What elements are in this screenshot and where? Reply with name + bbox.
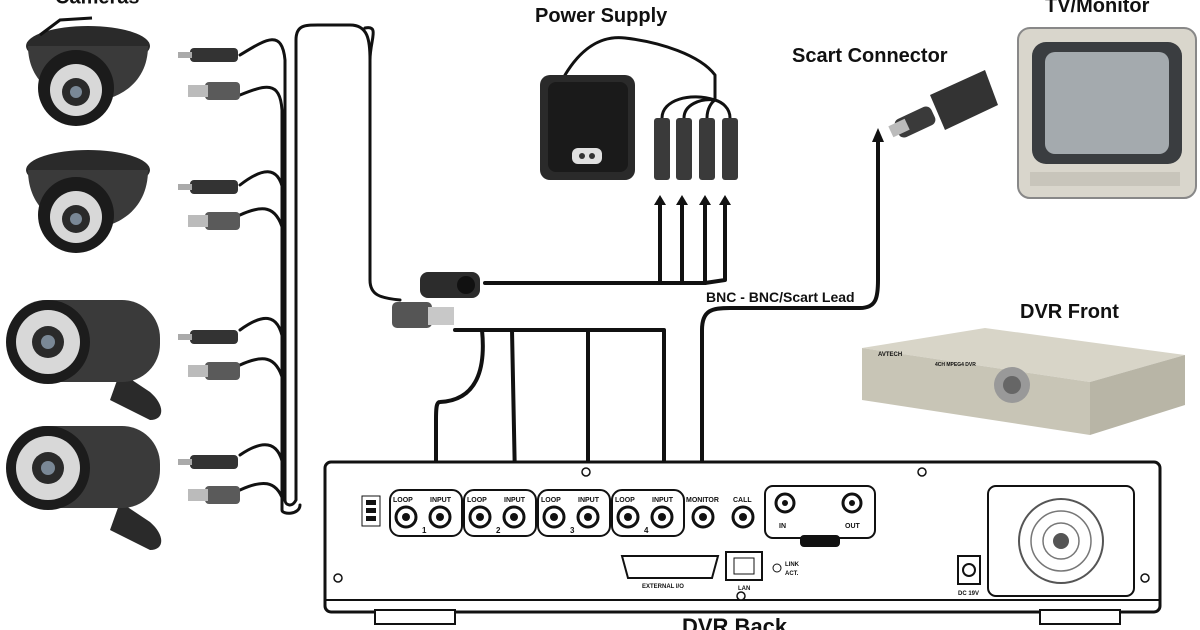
dvr-feet bbox=[374, 609, 1121, 625]
dc-plug-2 bbox=[178, 180, 238, 194]
audio-io-block: IN OUT bbox=[764, 485, 876, 547]
main-bus-drop bbox=[363, 26, 375, 62]
arrow-up-3 bbox=[699, 195, 711, 205]
out-label: OUT bbox=[845, 523, 861, 530]
bullet-camera-2 bbox=[6, 426, 162, 550]
dome-camera-2 bbox=[26, 150, 150, 253]
call-port: CALL bbox=[731, 497, 755, 529]
arrow-up-4 bbox=[719, 195, 731, 205]
lan-port: LAN LINK ACT. bbox=[725, 551, 800, 592]
monitor-port: MONITOR bbox=[686, 497, 719, 529]
video-to-input-4 bbox=[586, 328, 666, 482]
dvr-front-unit: AVTECH 4CH MPEG4 DVR bbox=[862, 328, 1185, 435]
scart-connector bbox=[888, 70, 998, 138]
camera4-wire-b bbox=[238, 481, 285, 502]
input-label-4: INPUT bbox=[652, 497, 674, 504]
power-split-3 bbox=[705, 98, 717, 120]
monitor-label: MONITOR bbox=[686, 497, 719, 504]
arrow-up-1 bbox=[654, 195, 666, 205]
camera3-wire-b bbox=[238, 357, 285, 382]
dc-plug-3 bbox=[178, 330, 238, 344]
loop-label-4: LOOP bbox=[615, 497, 635, 504]
camera2-wire bbox=[238, 170, 285, 192]
fan-grill bbox=[987, 485, 1135, 597]
in-label: IN bbox=[779, 523, 786, 530]
dc-in-port: DC 19V bbox=[957, 555, 981, 597]
power-feed-3 bbox=[680, 203, 707, 285]
bnc-port-group-4: LOOP INPUT 4 bbox=[611, 489, 685, 537]
power-feed-wire bbox=[483, 203, 662, 285]
lan-label: LAN bbox=[738, 586, 750, 592]
power-supply-label: Power Supply bbox=[535, 5, 668, 27]
bnc-socket bbox=[392, 302, 454, 328]
power-cable bbox=[563, 36, 717, 102]
dc-plug-4 bbox=[178, 455, 238, 469]
bnc-port-group-1: LOOP INPUT 1 bbox=[389, 489, 463, 537]
power-split-4 bbox=[713, 98, 732, 120]
call-label: CALL bbox=[733, 497, 752, 504]
camera-connectors bbox=[178, 48, 240, 504]
dvr-back-panel: LOOP INPUT 1 LOOP INPUT 2 LOOP INPUT 3 L… bbox=[323, 460, 1162, 625]
dvr-front-label: DVR Front bbox=[1020, 301, 1119, 323]
input-label-1: INPUT bbox=[430, 497, 452, 504]
dome-camera-1 bbox=[26, 16, 150, 126]
input-label-2: INPUT bbox=[504, 497, 526, 504]
camera3-wire bbox=[238, 316, 285, 342]
dc-socket bbox=[420, 272, 480, 298]
monitor-lead-wire bbox=[700, 138, 880, 482]
camera2-wire-b bbox=[238, 207, 285, 232]
arrow-up-2 bbox=[676, 195, 688, 205]
dc-plug-1 bbox=[178, 48, 238, 62]
dc-label: DC 19V bbox=[958, 591, 979, 597]
input-label-3: INPUT bbox=[578, 497, 600, 504]
video-to-input-1 bbox=[434, 328, 485, 482]
dvr-brand: AVTECH bbox=[878, 352, 902, 358]
wiring bbox=[238, 23, 884, 515]
dvr-model: 4CH MPEG4 DVR bbox=[935, 362, 976, 368]
port-num-2: 2 bbox=[496, 526, 501, 535]
link-label: LINK bbox=[785, 562, 800, 568]
act-label: ACT. bbox=[785, 571, 799, 577]
bullet-camera-1 bbox=[6, 300, 162, 420]
dvr-back-label: DVR Back bbox=[682, 614, 788, 630]
video-to-input-3 bbox=[510, 328, 590, 482]
loop-label-3: LOOP bbox=[541, 497, 561, 504]
camera4-wire bbox=[238, 443, 285, 467]
middle-connectors bbox=[392, 272, 480, 328]
port-num-3: 3 bbox=[570, 526, 575, 535]
loop-label-1: LOOP bbox=[393, 497, 413, 504]
arrow-up-scart bbox=[872, 128, 884, 142]
bnc-plug-2 bbox=[188, 212, 240, 230]
lead-label: BNC - BNC/Scart Lead bbox=[706, 289, 855, 305]
camera-bus-wire-a bbox=[238, 23, 402, 507]
bnc-plug-1 bbox=[188, 82, 240, 100]
port-num-4: 4 bbox=[644, 526, 649, 535]
external-io-port: EXTERNAL I/O bbox=[620, 555, 720, 590]
power-supply-adapter bbox=[540, 75, 738, 180]
tv-monitor bbox=[1017, 27, 1197, 199]
panel-screws bbox=[333, 467, 1150, 601]
power-split-2 bbox=[682, 98, 717, 120]
cameras-label: Cameras bbox=[55, 0, 140, 9]
power-feed-2 bbox=[658, 203, 684, 285]
camera-bus-wire-b bbox=[238, 85, 302, 515]
dip-switches bbox=[361, 495, 381, 527]
bnc-plug-4 bbox=[188, 486, 240, 504]
loop-label-2: LOOP bbox=[467, 497, 487, 504]
port-num-1: 1 bbox=[422, 526, 427, 535]
scart-connector-label: Scart Connector bbox=[792, 45, 948, 67]
bnc-plug-3 bbox=[188, 362, 240, 380]
video-to-input-2 bbox=[480, 328, 517, 482]
power-feed-4 bbox=[703, 203, 727, 285]
external-io-label: EXTERNAL I/O bbox=[642, 584, 684, 590]
dc-plugs-row bbox=[654, 118, 738, 180]
bnc-port-group-2: LOOP INPUT 2 bbox=[463, 489, 537, 537]
bnc-port-group-3: LOOP INPUT 3 bbox=[537, 489, 611, 537]
tv-monitor-label: TV/Monitor bbox=[1045, 0, 1150, 17]
